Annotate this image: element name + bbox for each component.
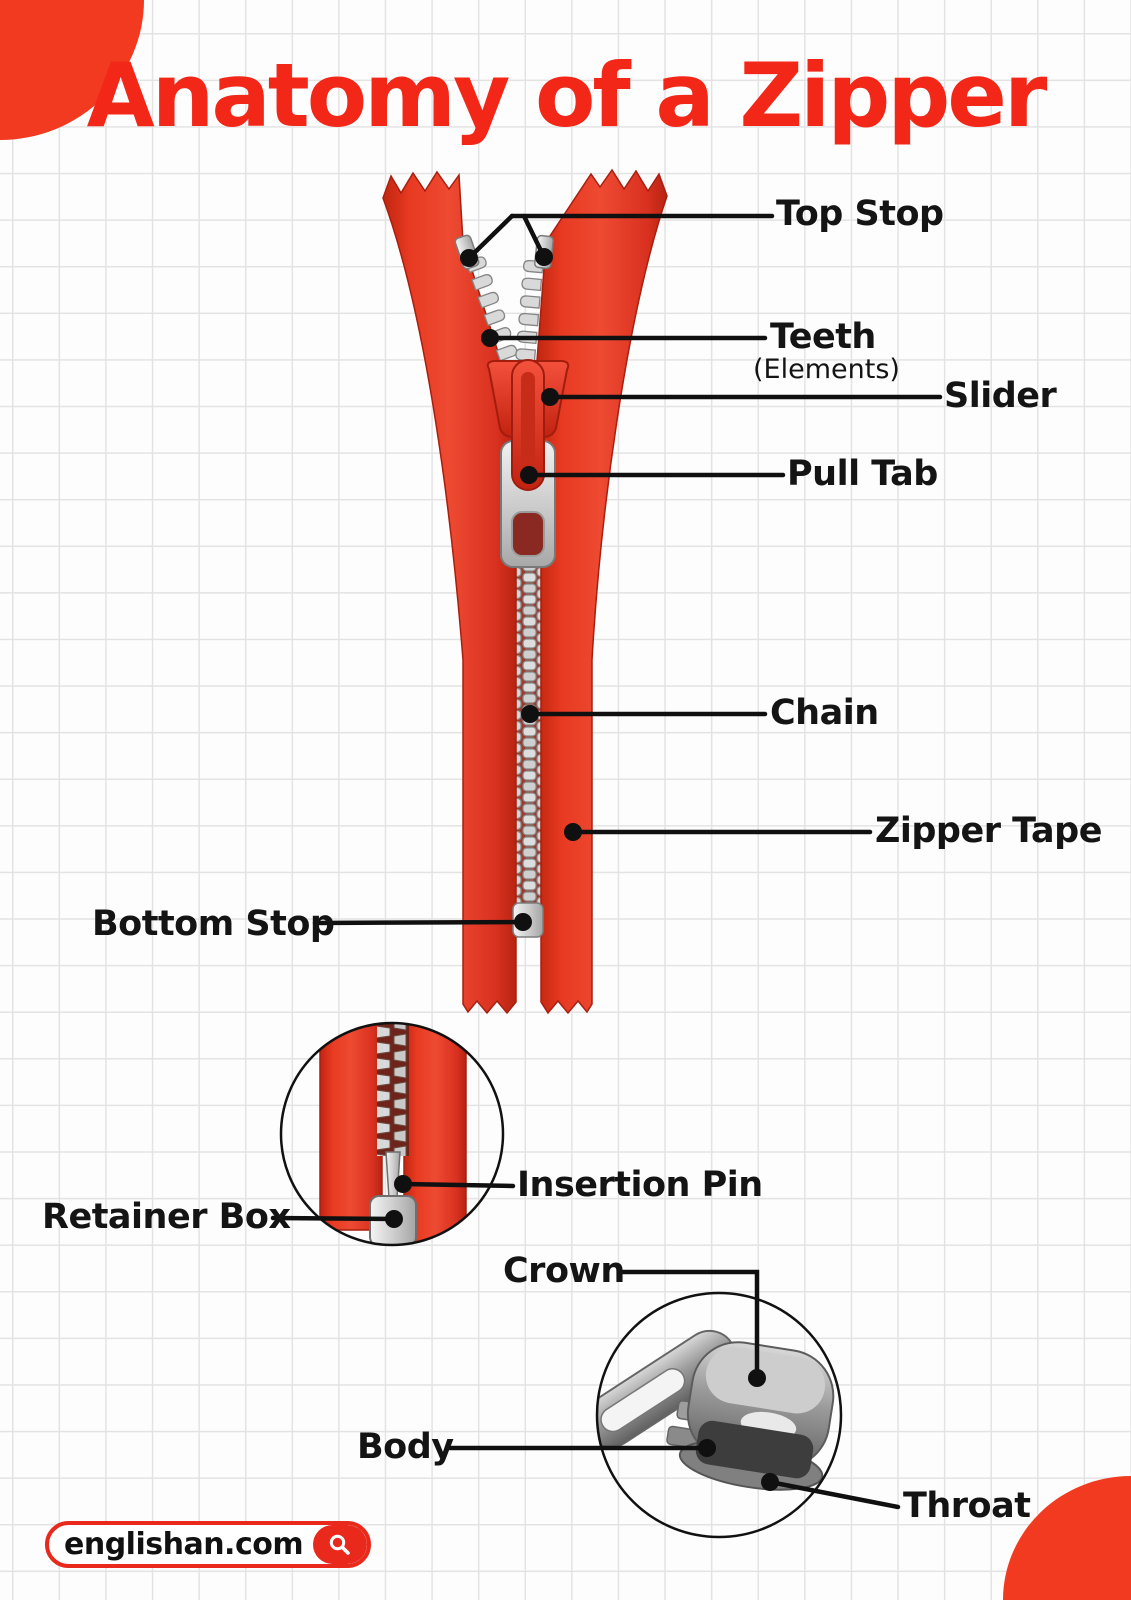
leader-throat (767, 1479, 901, 1510)
page-title: Anatomy of a Zipper (86, 44, 1048, 147)
inset-slider-detail (597, 1329, 835, 1491)
zipper-chain (514, 426, 543, 908)
slider-pull-loop (511, 359, 545, 491)
label-chain: Chain (770, 693, 879, 734)
search-icon (313, 1525, 368, 1564)
retainer-box (369, 1195, 417, 1245)
leader-lines (270, 213, 943, 1510)
leader-crown (617, 1269, 760, 1381)
label-body: Body (357, 1427, 454, 1468)
label-teeth: Teeth (770, 317, 876, 358)
zipper-teeth-left (465, 256, 518, 362)
label-insertion-pin: Insertion Pin (517, 1165, 763, 1206)
zipper-teeth-right (515, 259, 544, 362)
inset-bottom-detail (319, 1023, 467, 1245)
top-stop-left (454, 234, 480, 270)
label-teeth-alt: (Elements) (753, 353, 900, 385)
label-slider: Slider (944, 376, 1057, 417)
leader-insertion-pin (400, 1181, 516, 1189)
slider-body (486, 360, 570, 438)
zipper-main (382, 168, 668, 1015)
top-stop-right (534, 234, 554, 270)
label-bottom-stop: Bottom Stop (92, 904, 335, 945)
label-retainer-box: Retainer Box (42, 1197, 291, 1238)
label-zipper-tape: Zipper Tape (875, 811, 1102, 852)
slider-3d-pull-tab (597, 1329, 737, 1449)
label-pull-tab: Pull Tab (787, 454, 938, 495)
slider-3d-body (666, 1341, 835, 1491)
bottom-stop (512, 902, 544, 938)
site-name: englishan.com (64, 1527, 304, 1562)
inset-circle-slider (595, 1291, 843, 1539)
zipper-tape-left (382, 170, 517, 1015)
label-throat: Throat (903, 1486, 1031, 1527)
leader-bottom-stop (312, 919, 526, 926)
leader-retainer-box (270, 1215, 397, 1222)
label-top-stop: Top Stop (776, 194, 944, 235)
site-logo[interactable]: englishan.com (45, 1521, 372, 1568)
zipper-tape-right (535, 168, 668, 1015)
pull-tab (500, 440, 556, 568)
inset-circle-bottom (279, 1021, 505, 1247)
insertion-pin (385, 1151, 401, 1199)
label-crown: Crown (503, 1251, 625, 1292)
